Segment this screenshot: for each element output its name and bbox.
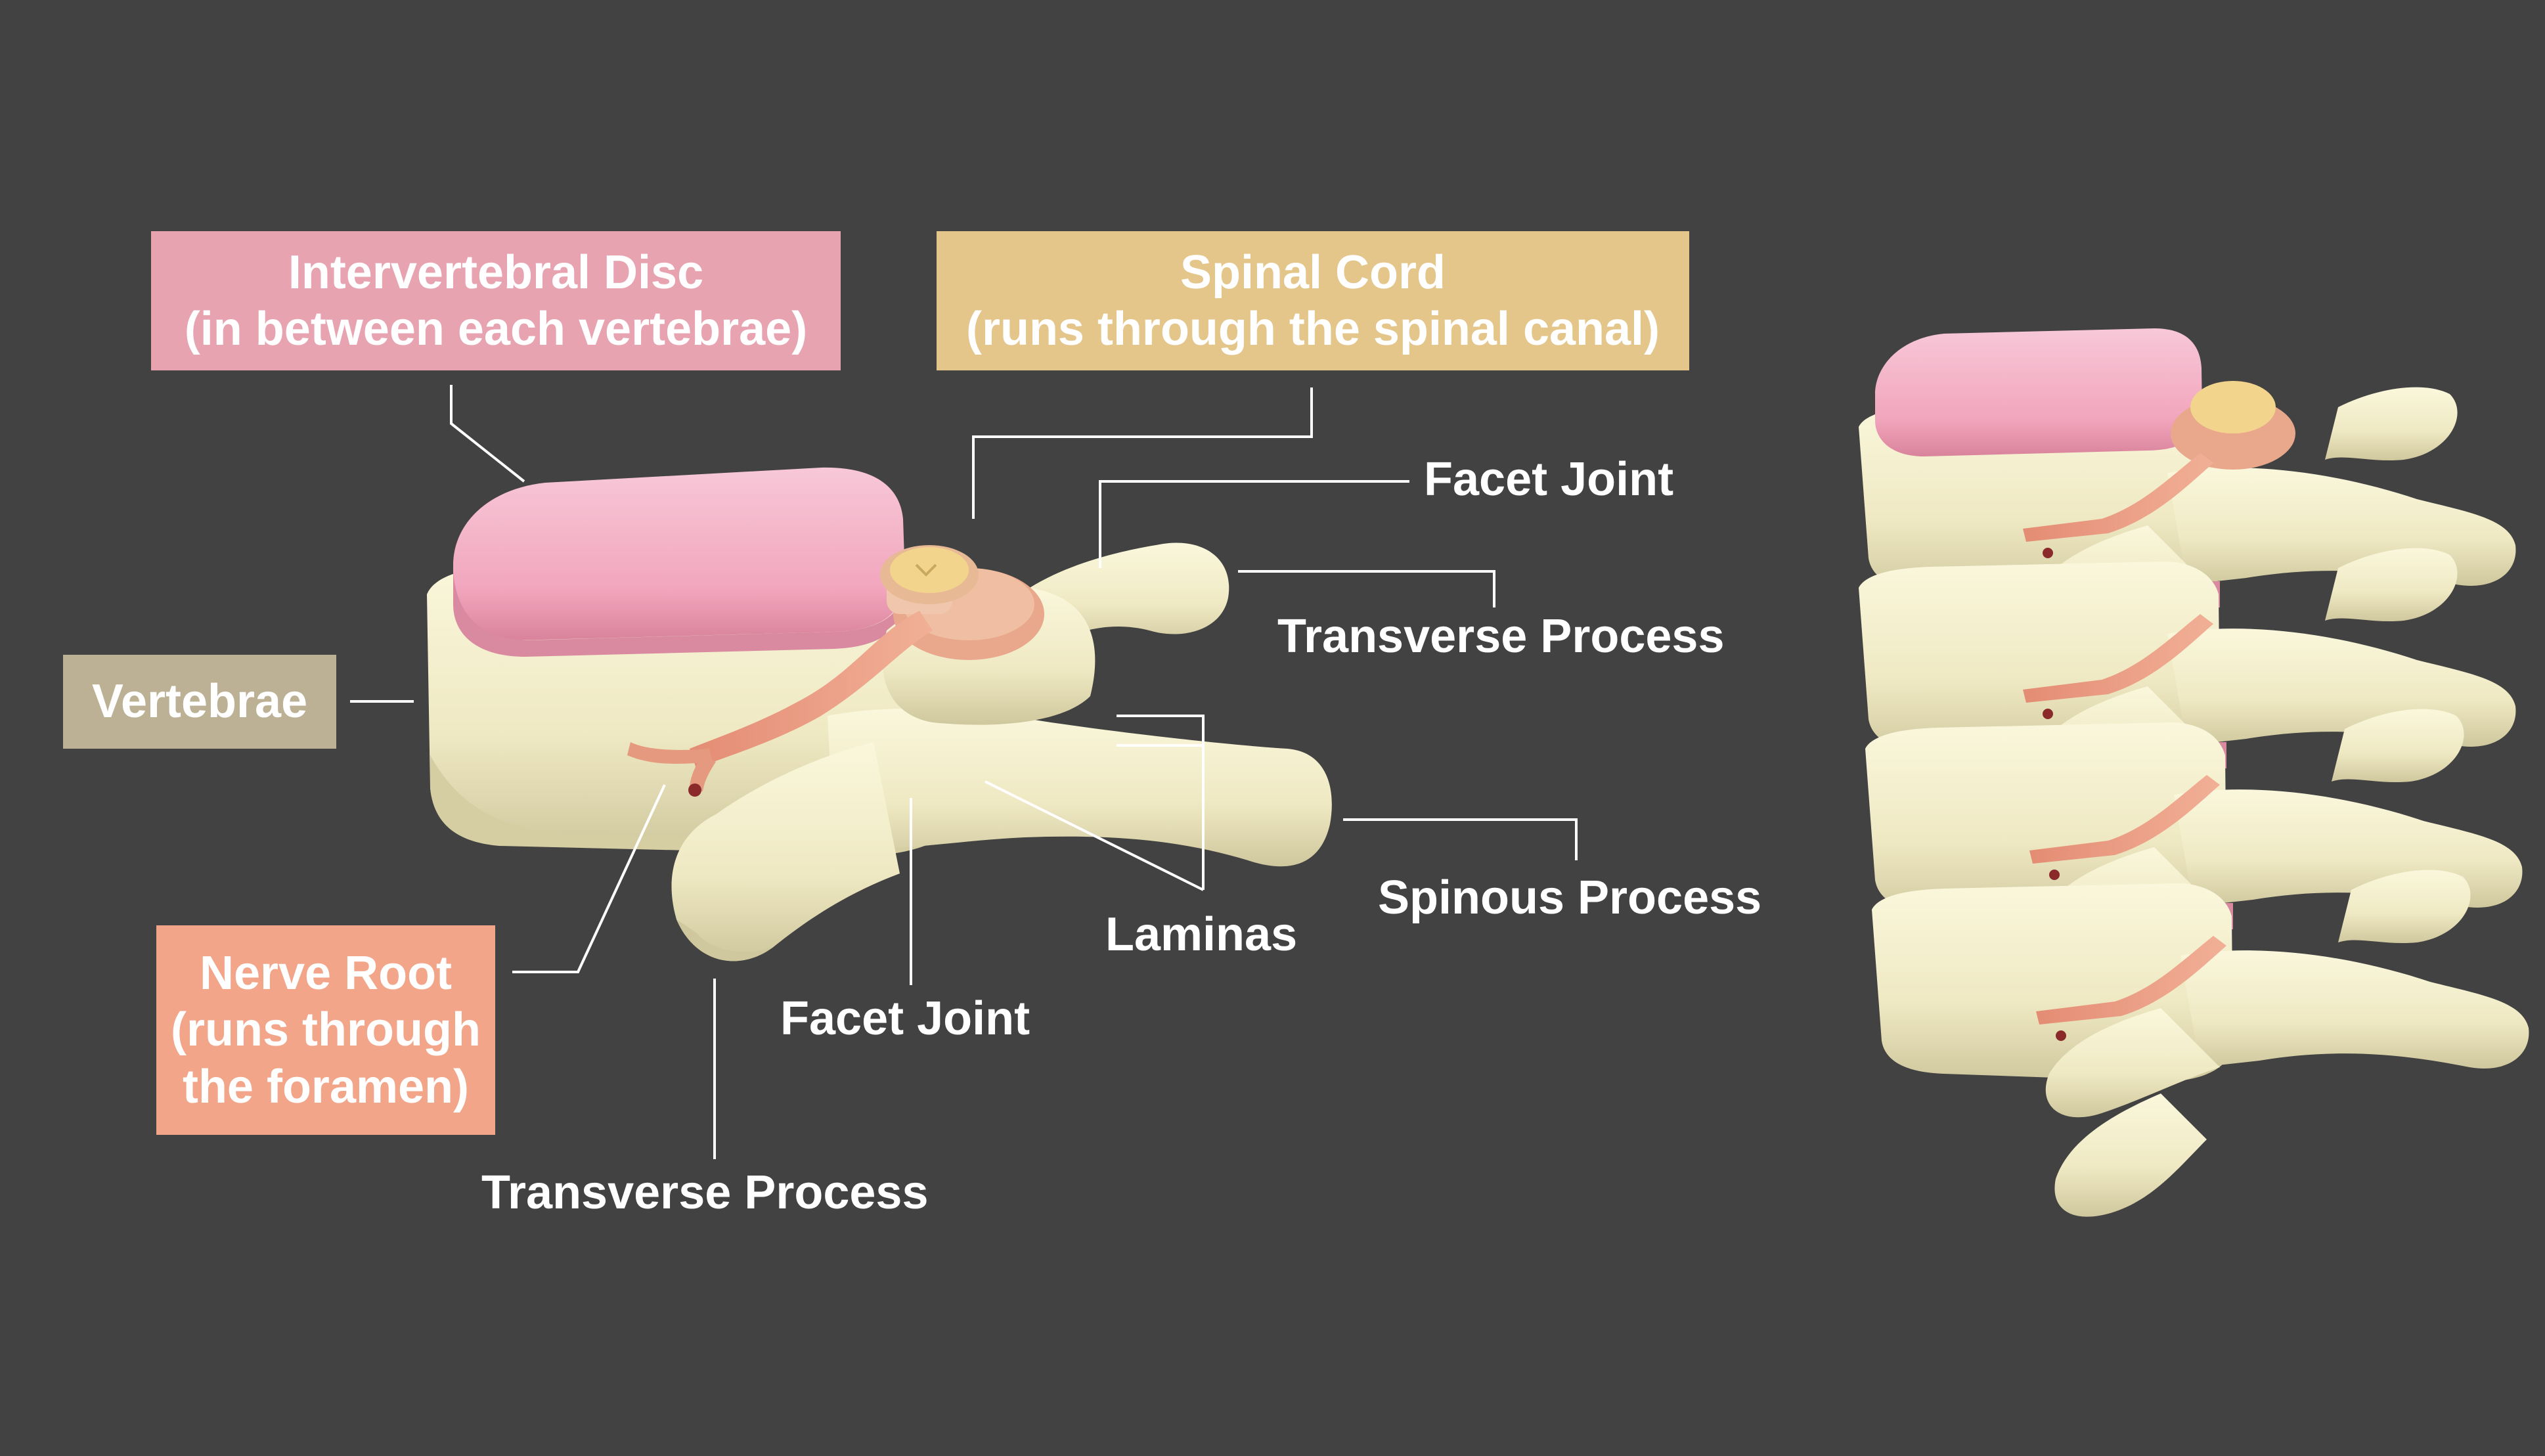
- transverse-process-right-label: Transverse Process: [1277, 610, 1725, 663]
- leader-laminas-c: [985, 780, 1204, 891]
- leader-spinous: [1343, 818, 1578, 860]
- spinal-cord-label: Spinal Cord (runs through the spinal can…: [937, 231, 1689, 370]
- disc-subtitle: (in between each vertebrae): [184, 303, 808, 355]
- leader-nerve: [512, 784, 666, 973]
- laminas-label: Laminas: [1105, 908, 1298, 961]
- facet-joint-top-label: Facet Joint: [1424, 453, 1674, 506]
- nerve-line-3: the foramen): [182, 1060, 470, 1113]
- nerve-line-1: Nerve Root: [199, 946, 453, 1000]
- leader-laminas-a: [1117, 715, 1205, 890]
- cord-title: Spinal Cord: [1180, 246, 1446, 299]
- leader-cord: [972, 387, 1313, 519]
- leader-lines: [350, 385, 1578, 1159]
- vertebrae-label: Vertebrae: [63, 655, 336, 749]
- spine-stack-illustration: [1859, 328, 2529, 1217]
- vertebra-illustration: [427, 467, 1332, 961]
- nerve-root-label: Nerve Root (runs through the foramen): [156, 925, 495, 1135]
- vertebrae-text: Vertebrae: [91, 675, 308, 728]
- intervertebral-disc-label: Intervertebral Disc (in between each ver…: [151, 231, 841, 370]
- facet-joint-bottom-label: Facet Joint: [780, 992, 1030, 1045]
- spinous-process-label: Spinous Process: [1378, 871, 1762, 924]
- cord-subtitle: (runs through the spinal canal): [965, 303, 1660, 355]
- leader-facet-top: [1099, 480, 1409, 568]
- leader-disc: [450, 385, 525, 483]
- disc-title: Intervertebral Disc: [288, 246, 704, 299]
- nerve-line-2: (runs through: [171, 1004, 481, 1057]
- leader-transverse-right: [1238, 570, 1495, 607]
- transverse-process-bottom-label: Transverse Process: [481, 1166, 929, 1219]
